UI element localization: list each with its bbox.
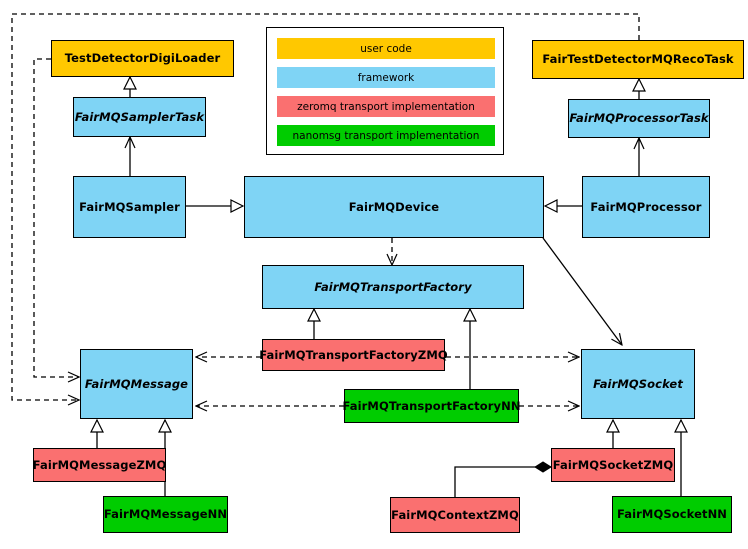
node-label: FairMQSocket <box>593 376 683 391</box>
edge-recotask-to-message <box>11 13 640 400</box>
node-label: TestDetectorDigiLoader <box>64 51 221 66</box>
node-fairmq-transport-factory-zmq[interactable]: FairMQTransportFactoryZMQ <box>259 339 448 371</box>
node-fairmq-socket[interactable]: FairMQSocket <box>581 349 695 419</box>
node-label: FairTestDetectorMQRecoTask <box>542 52 734 67</box>
node-fairmq-sampler-task[interactable]: FairMQSamplerTask <box>73 97 206 137</box>
node-label: FairMQTransportFactory <box>314 279 472 294</box>
legend-label: zeromq transport implementation <box>297 100 475 113</box>
legend-item-user-code: user code <box>277 38 495 59</box>
node-label: FairMQMessageNN <box>103 507 228 522</box>
legend-item-framework: framework <box>277 67 495 88</box>
node-fairmq-socket-zmq[interactable]: FairMQSocketZMQ <box>551 448 675 482</box>
node-fairmq-message-nn[interactable]: FairMQMessageNN <box>103 496 228 533</box>
node-label: FairMQMessage <box>84 376 189 391</box>
edge-contextzmq-to-socketzmq <box>454 461 552 497</box>
node-fairmq-context-zmq[interactable]: FairMQContextZMQ <box>390 497 520 533</box>
node-fairmq-sampler[interactable]: FairMQSampler <box>73 176 186 238</box>
legend-label: framework <box>357 71 415 84</box>
legend-label: nanomsg transport implementation <box>292 129 480 142</box>
legend-panel: user code framework zeromq transport imp… <box>266 27 504 155</box>
node-label: FairMQContextZMQ <box>391 507 519 522</box>
node-fairmq-device[interactable]: FairMQDevice <box>244 176 544 238</box>
node-fairmq-message[interactable]: FairMQMessage <box>80 349 193 419</box>
node-label: FairMQSampler <box>79 199 180 214</box>
node-fairmq-processor[interactable]: FairMQProcessor <box>582 176 710 238</box>
legend-item-zeromq: zeromq transport implementation <box>277 96 495 117</box>
node-fairmq-transport-factory-nn[interactable]: FairMQTransportFactoryNN <box>342 389 521 423</box>
node-label: FairMQProcessorTask <box>569 111 709 126</box>
node-label: FairMQTransportFactoryZMQ <box>259 347 448 362</box>
legend-label: user code <box>360 42 412 55</box>
node-label: FairMQSocketNN <box>616 507 728 522</box>
legend-item-nanomsg: nanomsg transport implementation <box>277 125 495 146</box>
node-fairmq-socket-nn[interactable]: FairMQSocketNN <box>612 496 732 533</box>
node-fairmq-processor-task[interactable]: FairMQProcessorTask <box>568 99 710 138</box>
node-label: FairMQSocketZMQ <box>552 457 674 472</box>
node-label: FairMQDevice <box>348 199 440 214</box>
node-label: FairMQTransportFactoryNN <box>342 398 521 413</box>
node-fairmq-message-zmq[interactable]: FairMQMessageZMQ <box>33 448 166 482</box>
edge-digiloader-to-message <box>33 58 79 377</box>
node-label: FairMQSamplerTask <box>74 109 205 124</box>
node-fair-test-detector-mq-reco-task[interactable]: FairTestDetectorMQRecoTask <box>532 40 744 79</box>
node-test-detector-digi-loader[interactable]: TestDetectorDigiLoader <box>51 40 234 77</box>
node-label: FairMQProcessor <box>590 199 702 214</box>
node-label: FairMQMessageZMQ <box>32 457 167 472</box>
node-fairmq-transport-factory[interactable]: FairMQTransportFactory <box>262 265 524 309</box>
edge-device-to-socket <box>542 237 622 345</box>
